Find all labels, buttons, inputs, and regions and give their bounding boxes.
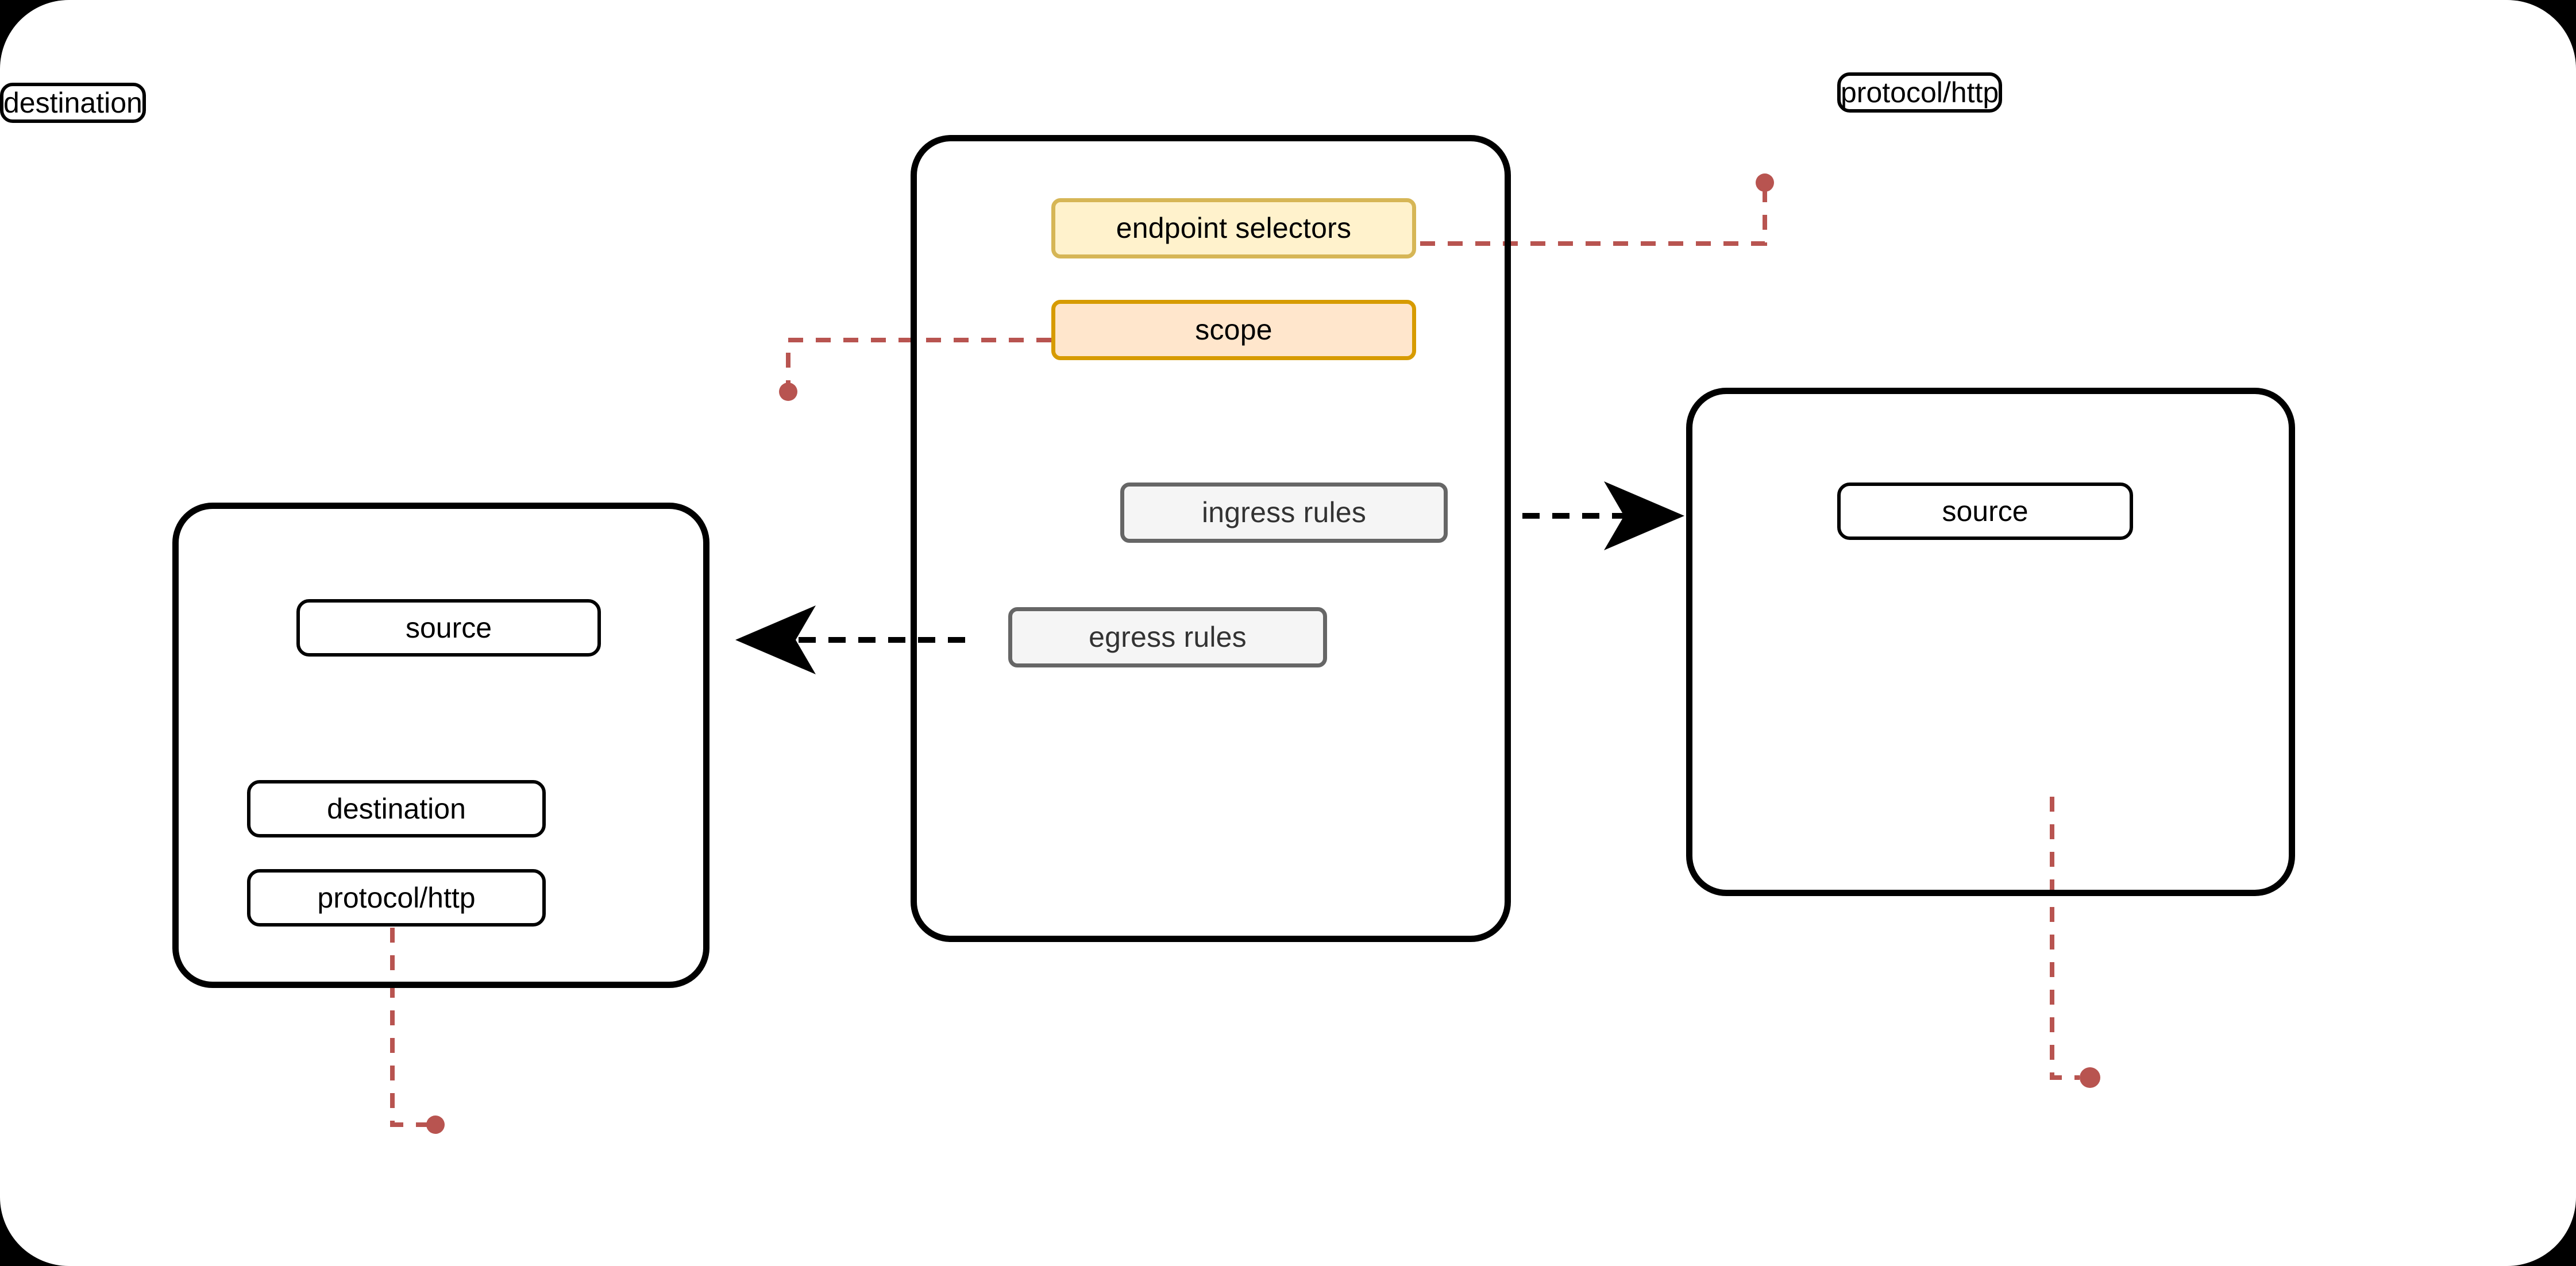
egress-to-destination[interactable]: destination (247, 780, 546, 837)
egress-to-protocol[interactable]: protocol/http (247, 869, 546, 927)
egress-rule-box (172, 503, 709, 988)
scope-node[interactable]: scope (1051, 300, 1416, 360)
egress-brace: { (0, 10, 3, 20)
ingress-to-source[interactable]: source (1837, 483, 2133, 540)
egress-from-source[interactable]: source (296, 599, 601, 657)
ingress-rules-node[interactable]: ingress rules (1120, 483, 1448, 543)
endpoint-selectors-node[interactable]: endpoint selectors (1051, 198, 1416, 258)
ingress-to-protocol[interactable]: protocol/http (1837, 72, 2003, 113)
ingress-brace: } (0, 0, 3, 10)
ingress-from-destination[interactable]: destination (0, 83, 146, 123)
policy-container (911, 135, 1511, 942)
ingress-rule-box (1686, 388, 2295, 896)
egress-rules-node[interactable]: egress rules (1008, 607, 1327, 667)
